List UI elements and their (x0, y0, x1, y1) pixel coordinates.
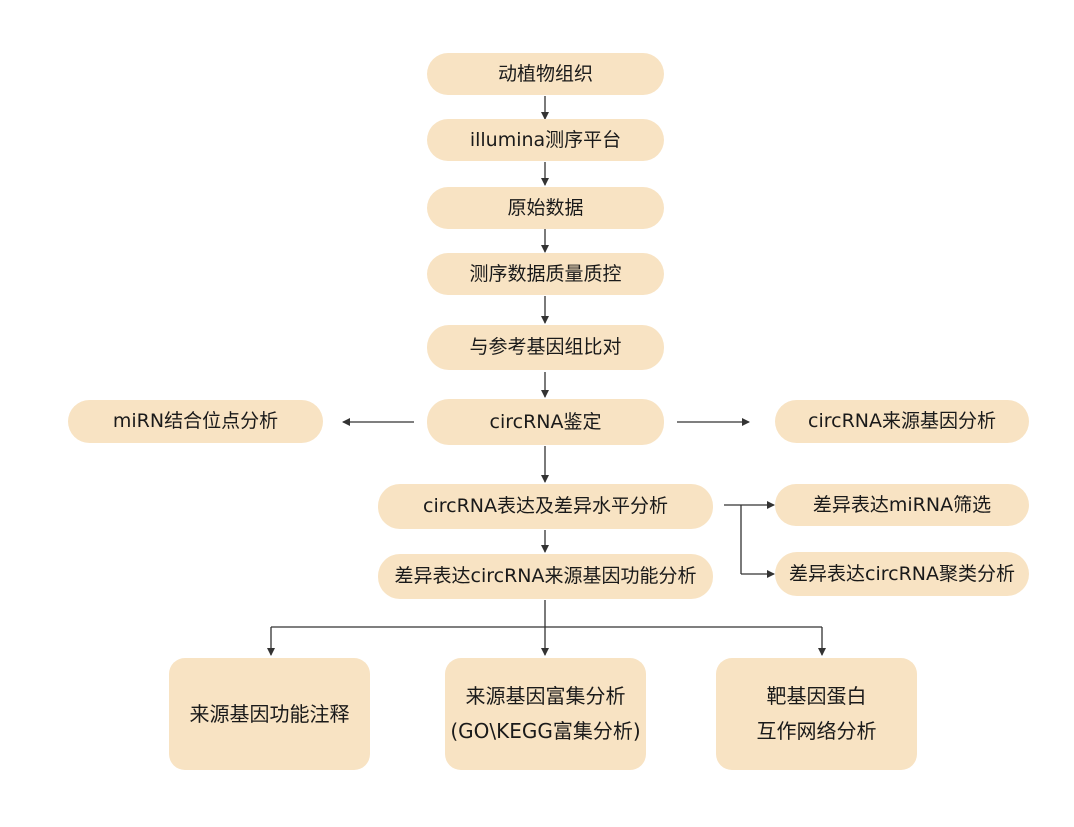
node-function-annotation: 来源基因功能注释 (169, 658, 370, 770)
node-sequencing-platform: illumina测序平台 (427, 119, 664, 161)
ppi-label-line1: 靶基因蛋白 (766, 684, 867, 708)
function-annotation-label: 来源基因功能注释 (189, 701, 350, 726)
node-alignment: 与参考基因组比对 (427, 325, 664, 370)
enrichment-label-line1: 来源基因富集分析 (465, 684, 626, 708)
node-source-gene-function: 差异表达circRNA来源基因功能分析 (378, 554, 713, 599)
ppi-label-line2: 互作网络分析 (756, 719, 877, 743)
node-enrichment-analysis: 来源基因富集分析 (GO\KEGG富集分析) (445, 658, 646, 770)
node-raw-data: 原始数据 (427, 187, 664, 229)
node-tissue: 动植物组织 (427, 53, 664, 95)
node-cluster-analysis: 差异表达circRNA聚类分析 (775, 552, 1029, 596)
node-mirna-binding: miRN结合位点分析 (68, 400, 323, 443)
node-mirna-screening: 差异表达miRNA筛选 (775, 484, 1029, 526)
node-quality-control: 测序数据质量质控 (427, 253, 664, 295)
enrichment-label-line2: (GO\KEGG富集分析) (450, 719, 641, 743)
node-source-gene: circRNA来源基因分析 (775, 400, 1029, 443)
node-ppi-network: 靶基因蛋白 互作网络分析 (716, 658, 917, 770)
node-expression-level: circRNA表达及差异水平分析 (378, 484, 713, 529)
node-circrna-identification: circRNA鉴定 (427, 399, 664, 445)
